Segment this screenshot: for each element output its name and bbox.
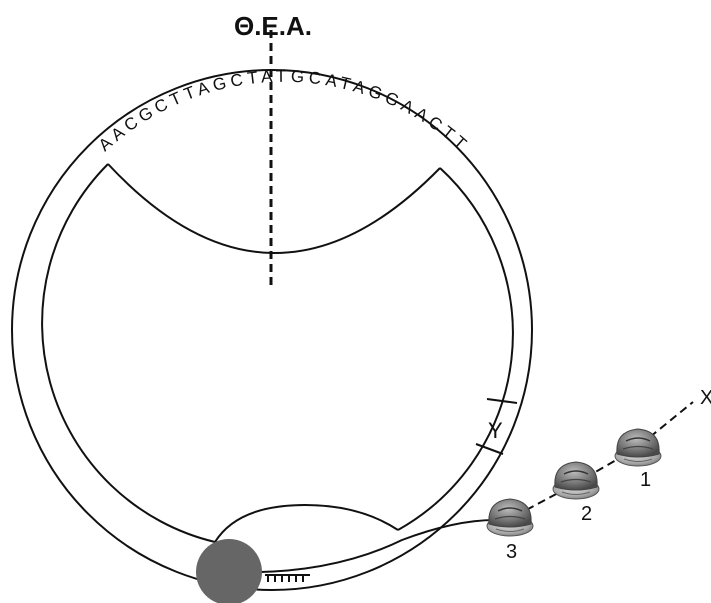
- ribosome-2: [552, 461, 600, 500]
- replication-bubble-bottom: [214, 503, 399, 543]
- ribosome-label-1: 1: [640, 469, 651, 491]
- mrna-dashed-segment-3: [649, 401, 694, 438]
- rna-hatch-marks: [265, 574, 310, 582]
- origin-label: Θ.Ε.Α.: [234, 11, 312, 41]
- rna-polymerase: [196, 539, 262, 603]
- dna-sequence: AACGCTTAGCTATGCATAGGAACTT: [95, 67, 470, 155]
- replication-bubble-top: [107, 163, 441, 254]
- dna-sequence-text: AACGCTTAGCTATGCATAGGAACTT: [95, 67, 470, 155]
- mrna-end-label: X: [700, 387, 711, 409]
- mrna-strand: [231, 519, 496, 574]
- dna-inner-strand-right: [397, 167, 514, 531]
- mrna-dashed-segment-1: [514, 491, 561, 517]
- ribosome-label-2: 2: [581, 503, 592, 525]
- gene-y-region: [475, 398, 518, 455]
- gene-label: Y: [488, 418, 503, 443]
- ribosome-label-3: 3: [506, 541, 517, 563]
- ribosome-3: [486, 498, 534, 537]
- dna-inner-strand-left: [41, 163, 216, 543]
